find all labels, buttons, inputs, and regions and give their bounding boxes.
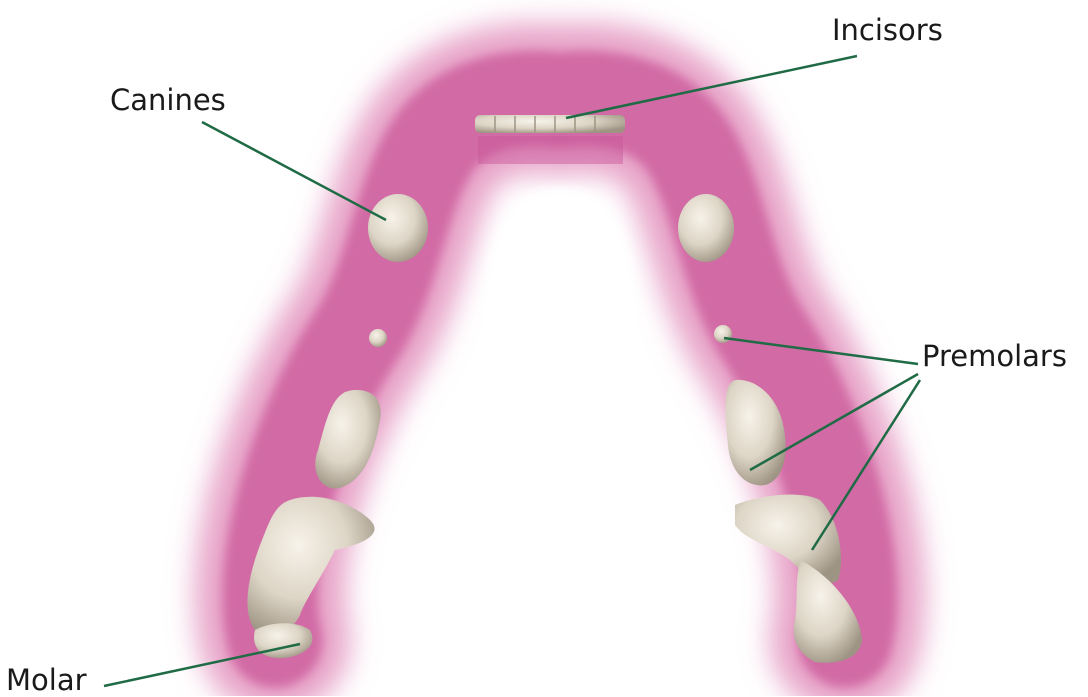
label-premolars: Premolars: [922, 342, 1067, 371]
label-incisors: Incisors: [832, 16, 943, 45]
incisors-teeth: [475, 115, 625, 164]
label-canines: Canines: [110, 86, 226, 115]
label-molar: Molar: [6, 666, 87, 695]
